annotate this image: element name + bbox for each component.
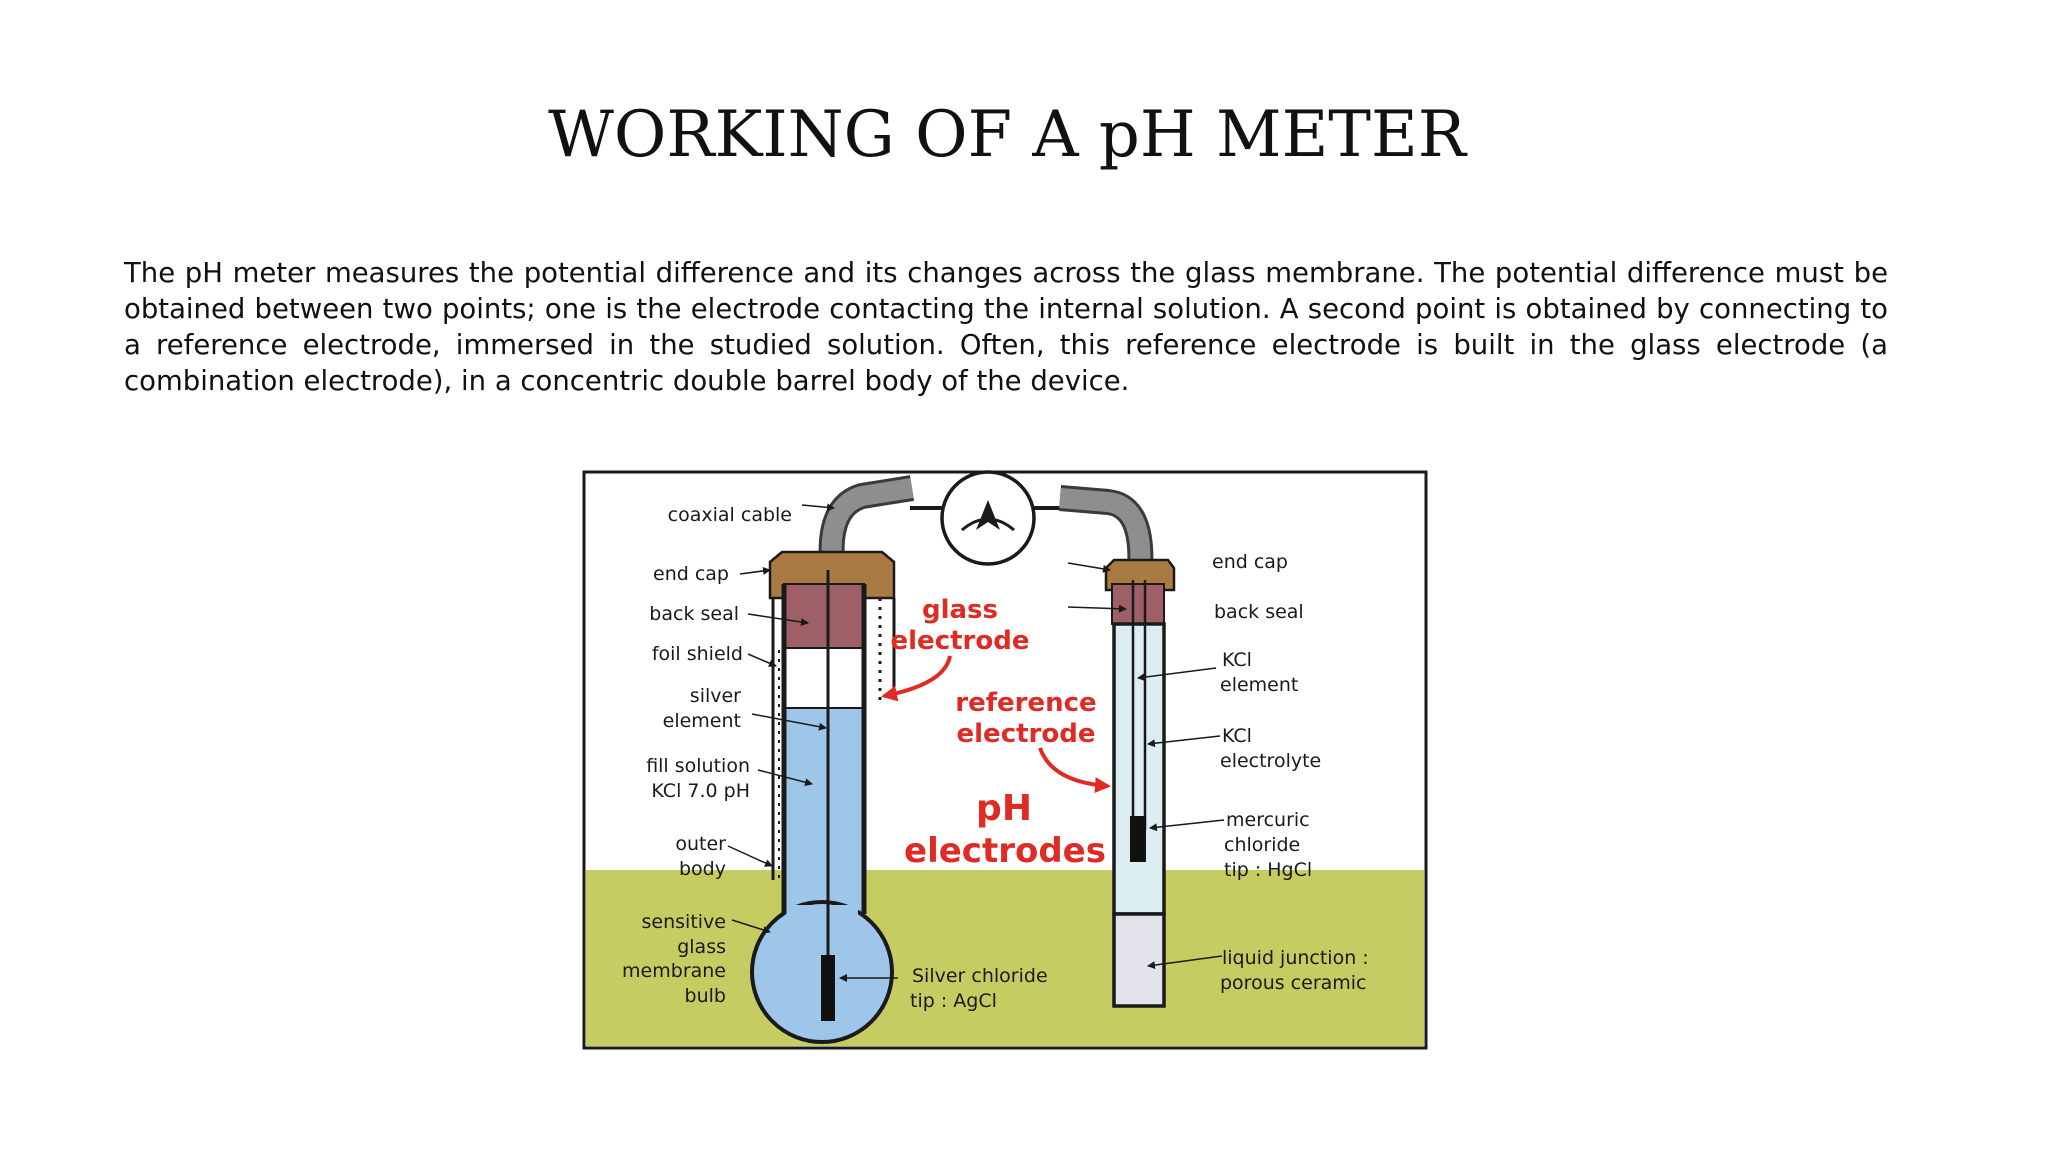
label-ph: pH [976,788,1032,829]
label-silver-chloride-2: tip : AgCl [910,990,997,1012]
label-back-seal-left: back seal [649,603,739,625]
reference-electrode [1104,558,1176,1008]
label-fill-2: KCl 7.0 pH [651,780,750,802]
label-mercuric-2: chloride [1224,834,1300,856]
slide-paragraph: The pH meter measures the potential diff… [124,257,1888,397]
glass-fill-solution [784,708,864,928]
label-outer-1: outer [675,833,726,855]
label-liquid-junction-2: porous ceramic [1220,972,1367,994]
glass-electrode [750,550,896,1044]
label-mercuric-1: mercuric [1226,809,1310,831]
label-reference-electrode: electrode [957,719,1096,749]
label-fill-1: fill solution [646,755,750,777]
label-end-cap-right: end cap [1212,551,1288,573]
label-foil-shield: foil shield [652,643,743,665]
label-coaxial-cable: coaxial cable [668,504,792,526]
label-glass-electrode: electrode [891,626,1030,656]
label-reference: reference [955,688,1096,718]
glass-electrode-arrow [881,655,952,702]
label-silver-1: silver [690,685,741,707]
label-kcl-electrolyte-1: KCl [1222,725,1252,747]
glass-foil-shield [783,647,865,709]
reference-end-cap [1104,558,1176,592]
label-ph-electrodes: electrodes [904,831,1106,871]
liquid-junction [1112,912,1166,1008]
label-back-seal-right: back seal [1214,601,1304,623]
silver-chloride-tip [821,955,835,1021]
slide-title: WORKING OF A pH METER [548,98,1466,172]
label-sensitive-2: glass [677,936,726,958]
reference-electrode-arrow [1038,747,1111,794]
glass-back-seal [783,583,865,649]
label-sensitive-3: membrane [622,960,726,982]
label-kcl-element-1: KCl [1222,649,1252,671]
label-sensitive-1: sensitive [642,911,726,933]
reference-body [1112,622,1166,916]
mercuric-chloride-tip [1130,816,1146,862]
label-mercuric-3: tip : HgCl [1224,859,1312,881]
label-liquid-junction-1: liquid junction : [1222,947,1369,969]
label-silver-chloride-1: Silver chloride [912,965,1048,987]
label-glass: glass [922,595,998,625]
label-end-cap-left: end cap [653,563,729,585]
reference-back-seal [1111,583,1165,625]
label-silver-2: element [663,710,741,732]
label-sensitive-4: bulb [685,985,726,1007]
meter-needle [976,500,1000,530]
label-kcl-electrolyte-2: electrolyte [1220,750,1321,772]
label-outer-2: body [679,858,726,880]
label-kcl-element-2: element [1220,674,1298,696]
test-solution [586,870,1424,1046]
